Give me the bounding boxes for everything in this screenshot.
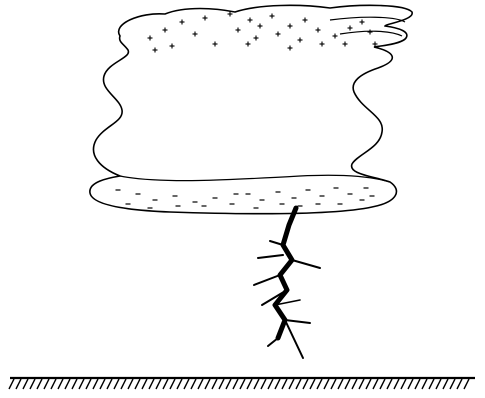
ground-hatch-mark [275,379,280,389]
ground-hatch-mark [268,379,273,389]
ground-hatch-mark [107,379,112,389]
ground-hatch-mark [240,379,245,389]
ground-hatch-mark [100,379,105,389]
ground-hatch-mark [205,379,210,389]
ground-hatch-mark [247,379,252,389]
ground-hatch-mark [415,379,420,389]
ground-hatch-mark [37,379,42,389]
ground-hatch-mark [114,379,119,389]
ground-hatch-mark [44,379,49,389]
ground-hatch-mark [366,379,371,389]
ground-hatch-mark [338,379,343,389]
ground-hatch-mark [149,379,154,389]
cloud-base-line [120,175,390,182]
ground-hatch-mark [373,379,378,389]
ground-hatch-mark [310,379,315,389]
positive-charges [148,12,378,53]
ground-hatch-mark [212,379,217,389]
ground-hatch-mark [331,379,336,389]
ground-hatch-mark [163,379,168,389]
lightning-main-channel [275,208,296,338]
ground-hatch-mark [261,379,266,389]
ground [9,378,475,389]
ground-hatch-mark [72,379,77,389]
ground-hatch-mark [65,379,70,389]
ground-hatch-mark [394,379,399,389]
ground-hatch-mark [464,379,469,389]
ground-hatch-mark [191,379,196,389]
ground-hatch-mark [289,379,294,389]
lightning-stepped-leader [254,208,320,358]
ground-hatch-mark [352,379,357,389]
lightning-branch [258,255,283,258]
ground-hatch-mark [86,379,91,389]
ground-hatch-mark [429,379,434,389]
ground-hatch-mark [457,379,462,389]
lightning-branch [285,320,303,358]
ground-hatch-mark [30,379,35,389]
thundercloud [90,5,412,213]
negative-charges [116,188,375,208]
ground-hatch-mark [408,379,413,389]
ground-hatch-mark [177,379,182,389]
lightning-branch [268,338,278,346]
ground-hatch-mark [233,379,238,389]
cloud-swirl-line [330,17,405,22]
ground-hatch-mark [254,379,259,389]
ground-hatch-mark [387,379,392,389]
ground-hatch-mark [303,379,308,389]
ground-hatch-mark [380,379,385,389]
ground-hatch-mark [219,379,224,389]
ground-hatch-mark [156,379,161,389]
ground-hatch-mark [121,379,126,389]
ground-hatch-mark [443,379,448,389]
ground-hatch-mark [450,379,455,389]
ground-hatch-mark [135,379,140,389]
lightning-branch [254,275,280,285]
ground-hatch-mark [324,379,329,389]
ground-hatch-mark [422,379,427,389]
ground-hatch-mark [93,379,98,389]
ground-hatch-mark [58,379,63,389]
ground-hatch-mark [142,379,147,389]
lightning-branch [292,260,320,268]
ground-hatch-mark [345,379,350,389]
ground-hatching [9,379,469,389]
ground-hatch-mark [128,379,133,389]
ground-hatch-mark [226,379,231,389]
ground-hatch-mark [401,379,406,389]
ground-hatch-mark [184,379,189,389]
ground-hatch-mark [16,379,21,389]
ground-hatch-mark [198,379,203,389]
ground-hatch-mark [51,379,56,389]
ground-hatch-mark [296,379,301,389]
lightning-branch [285,320,310,323]
ground-hatch-mark [23,379,28,389]
ground-hatch-mark [170,379,175,389]
ground-hatch-mark [436,379,441,389]
ground-hatch-mark [9,379,14,389]
ground-hatch-mark [79,379,84,389]
ground-hatch-mark [282,379,287,389]
ground-hatch-mark [359,379,364,389]
ground-hatch-mark [317,379,322,389]
